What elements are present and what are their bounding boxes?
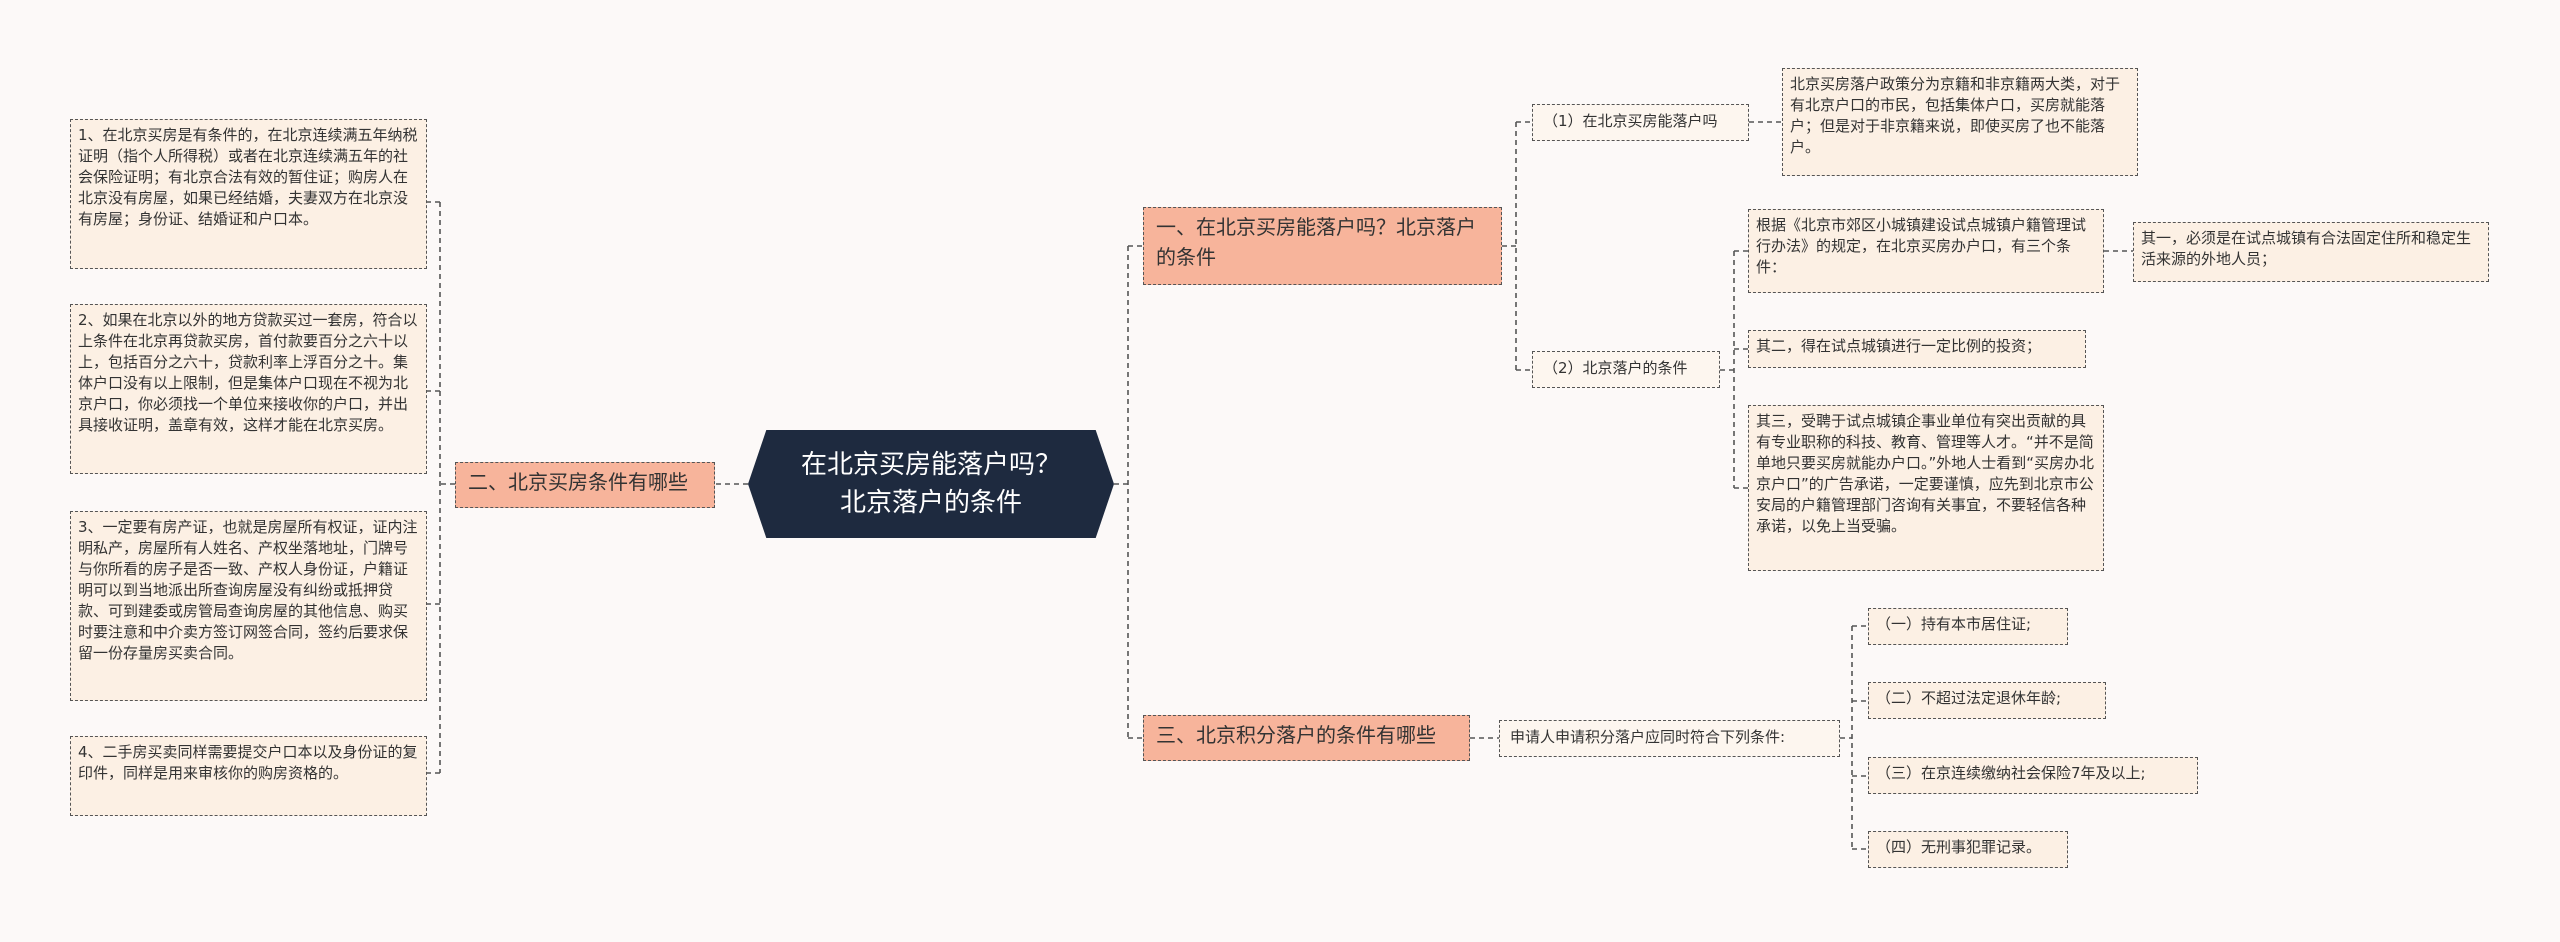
condition-third[interactable]: 其三，受聘于试点城镇企事业单位有突出贡献的具有专业职称的科技、教育、管理等人才。… [1748, 405, 2104, 571]
sub-settle-conditions[interactable]: （2）北京落户的条件 [1532, 351, 1720, 388]
points-item-2[interactable]: （二）不超过法定退休年龄; [1868, 682, 2106, 719]
leaf-text: 4、二手房买卖同样需要提交户口本以及身份证的复印件，同样是用来审核你的购房资格的… [78, 743, 418, 782]
leaf-text: 1、在北京买房是有条件的，在北京连续满五年纳税证明（指个人所得税）或者在北京连续… [78, 126, 418, 228]
left-item-1[interactable]: 1、在北京买房是有条件的，在北京连续满五年纳税证明（指个人所得税）或者在北京连续… [70, 119, 427, 269]
leaf-text: （二）不超过法定退休年龄; [1876, 689, 2062, 707]
leaf-text: 北京买房落户政策分为京籍和非京籍两大类，对于有北京户口的市民，包括集体户口，买房… [1790, 75, 2121, 156]
left-item-3[interactable]: 3、一定要有房产证，也就是房屋所有权证，证内注明私产，房屋所有人姓名、产权坐落地… [70, 511, 427, 701]
root-title: 在北京买房能落户吗？北京落户的条件 [800, 450, 1061, 518]
points-item-4[interactable]: （四）无刑事犯罪记录。 [1868, 831, 2068, 868]
left-item-2[interactable]: 2、如果在北京以外的地方贷款买过一套房，符合以上条件在北京再贷款买房，首付款要百… [70, 304, 427, 474]
sub-label: 申请人申请积分落户应同时符合下列条件: [1510, 728, 1786, 746]
condition-second[interactable]: 其二，得在试点城镇进行一定比例的投资； [1748, 330, 2086, 368]
branch-settle-by-buying[interactable]: 一、在北京买房能落户吗？北京落户的条件 [1143, 207, 1502, 285]
sub-label: （1）在北京买房能落户吗 [1543, 112, 1718, 130]
points-item-1[interactable]: （一）持有本市居住证; [1868, 608, 2068, 645]
branch-label: 三、北京积分落户的条件有哪些 [1156, 723, 1436, 747]
condition-first[interactable]: 其一，必须是在试点城镇有合法固定住所和稳定生活来源的外地人员； [2133, 222, 2489, 282]
conditions-intro[interactable]: 根据《北京市郊区小城镇建设试点城镇户籍管理试行办法》的规定，在北京买房办户口，有… [1748, 209, 2104, 293]
leaf-text: 3、一定要有房产证，也就是房屋所有权证，证内注明私产，房屋所有人姓名、产权坐落地… [78, 518, 418, 662]
branch-points-settlement[interactable]: 三、北京积分落户的条件有哪些 [1143, 715, 1470, 761]
left-item-4[interactable]: 4、二手房买卖同样需要提交户口本以及身份证的复印件，同样是用来审核你的购房资格的… [70, 736, 427, 816]
sub-can-settle[interactable]: （1）在北京买房能落户吗 [1532, 104, 1749, 141]
branch-buying-conditions[interactable]: 二、北京买房条件有哪些 [455, 462, 715, 508]
leaf-text: 根据《北京市郊区小城镇建设试点城镇户籍管理试行办法》的规定，在北京买房办户口，有… [1756, 216, 2087, 276]
root-topic[interactable]: 在北京买房能落户吗？北京落户的条件 [748, 430, 1114, 538]
leaf-text: 其二，得在试点城镇进行一定比例的投资； [1756, 337, 2042, 355]
points-intro[interactable]: 申请人申请积分落户应同时符合下列条件: [1499, 720, 1840, 757]
leaf-text: （四）无刑事犯罪记录。 [1876, 838, 2042, 856]
leaf-text: （一）持有本市居住证; [1876, 615, 2032, 633]
policy-text[interactable]: 北京买房落户政策分为京籍和非京籍两大类，对于有北京户口的市民，包括集体户口，买房… [1782, 68, 2138, 176]
branch-label: 二、北京买房条件有哪些 [468, 470, 688, 494]
sub-label: （2）北京落户的条件 [1543, 359, 1688, 377]
leaf-text: （三）在京连续缴纳社会保险7年及以上; [1876, 764, 2146, 782]
points-item-3[interactable]: （三）在京连续缴纳社会保险7年及以上; [1868, 757, 2198, 794]
branch-label: 一、在北京买房能落户吗？北京落户的条件 [1156, 215, 1476, 269]
leaf-text: 2、如果在北京以外的地方贷款买过一套房，符合以上条件在北京再贷款买房，首付款要百… [78, 311, 418, 434]
leaf-text: 其一，必须是在试点城镇有合法固定住所和稳定生活来源的外地人员； [2141, 229, 2472, 268]
leaf-text: 其三，受聘于试点城镇企事业单位有突出贡献的具有专业职称的科技、教育、管理等人才。… [1756, 412, 2095, 535]
